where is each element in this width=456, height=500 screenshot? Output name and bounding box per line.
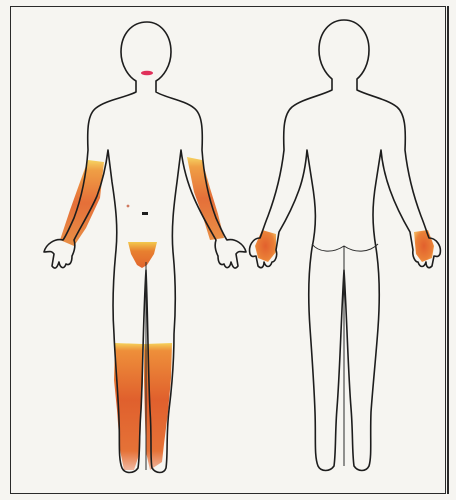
back-left-wrist-highlight [414, 230, 434, 262]
front-mouth-highlight [141, 71, 153, 76]
back-buttocks-line [312, 244, 378, 251]
front-skin-spot [127, 205, 130, 208]
back-view [250, 20, 441, 471]
front-left-forearm-highlight [187, 157, 224, 240]
back-right-wrist-highlight [255, 230, 276, 262]
front-view [44, 22, 246, 473]
front-navel-mark [142, 212, 148, 215]
back-body-outline [250, 20, 441, 471]
front-groin-highlight [128, 242, 157, 268]
